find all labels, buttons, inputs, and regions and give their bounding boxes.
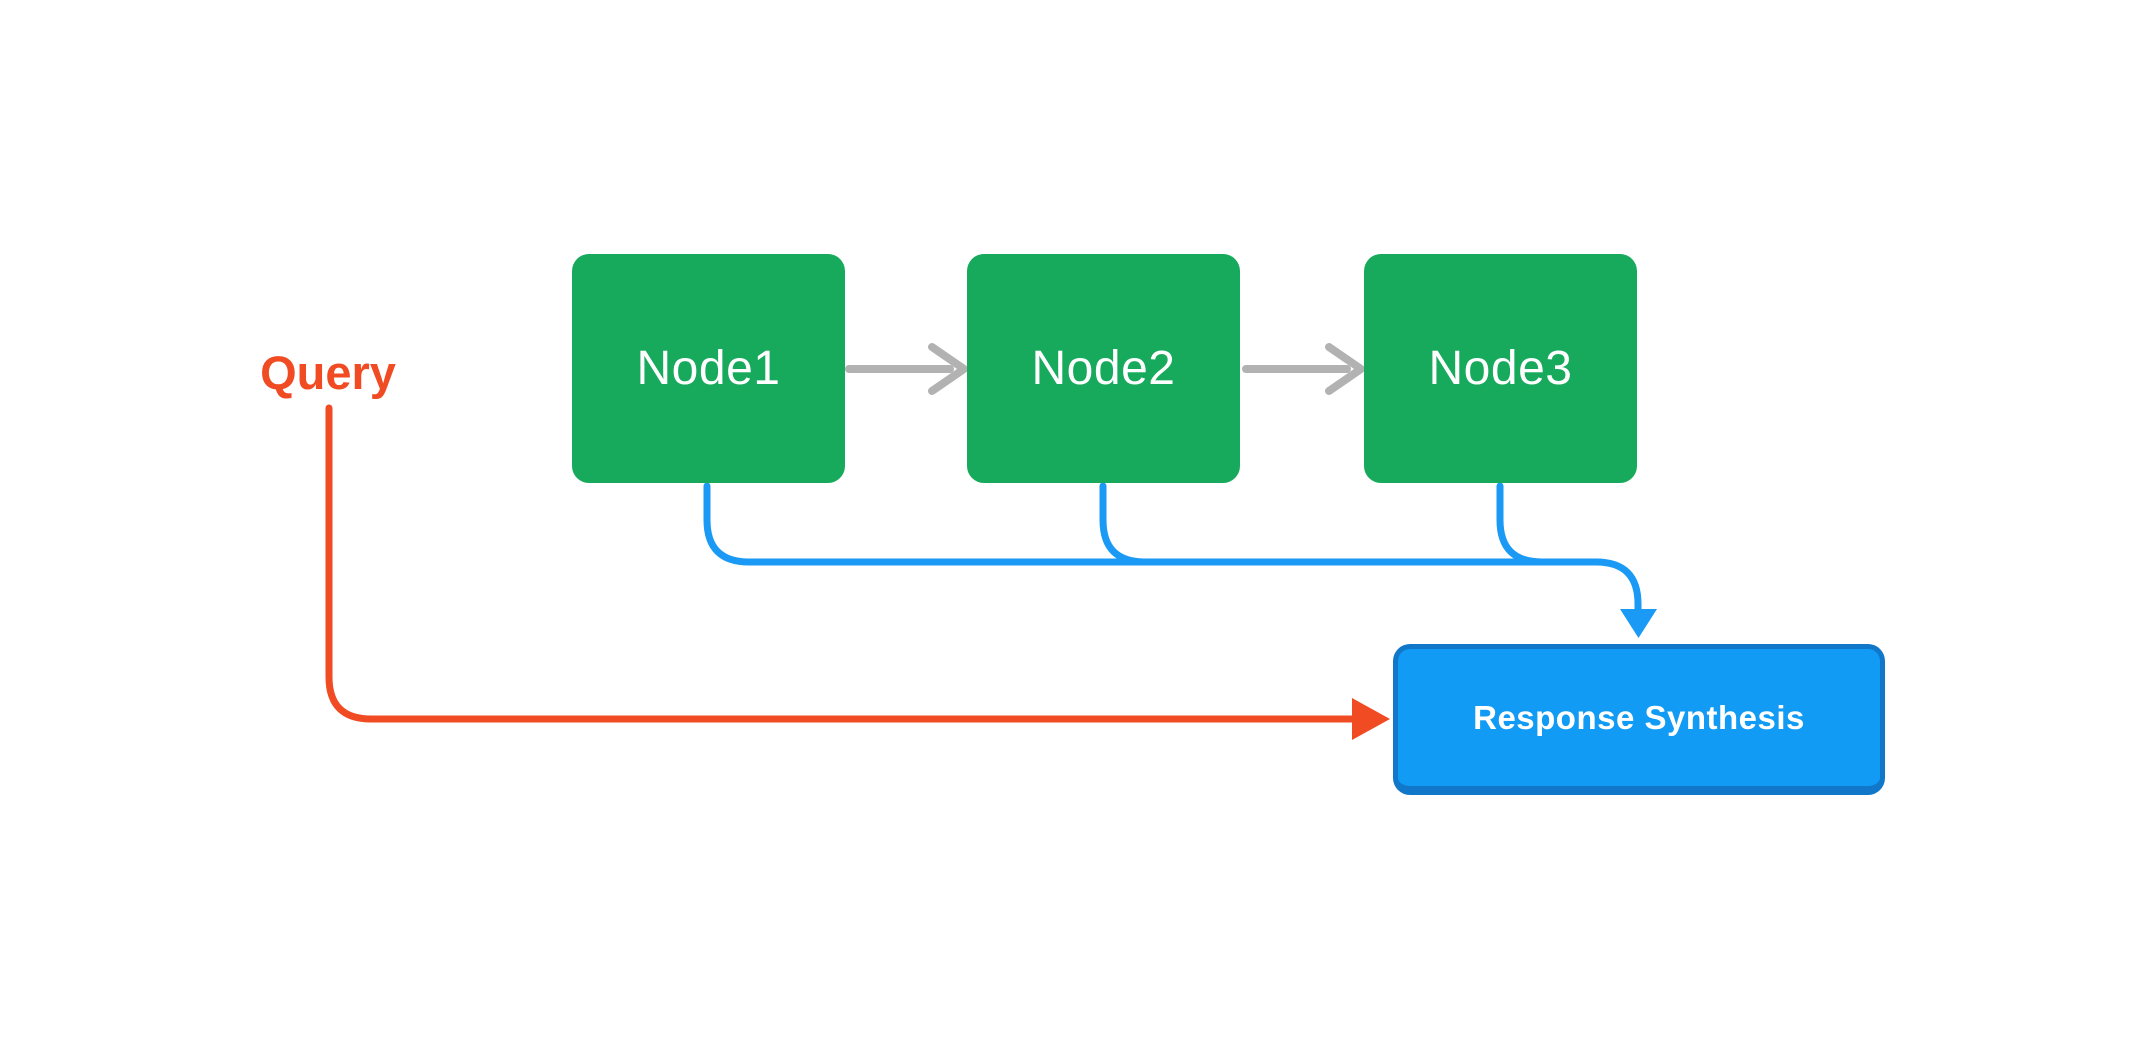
arrow-query-to-response-head-icon: [1352, 698, 1390, 740]
response-synthesis-label: Response Synthesis: [1473, 698, 1805, 736]
arrow-node2-to-response-line: [1099, 482, 1149, 566]
response-synthesis-box: Response Synthesis: [1393, 644, 1885, 795]
node-node3: Node3: [1364, 254, 1637, 483]
node2-label: Node2: [1031, 342, 1176, 395]
arrow-into-response-top-head-icon: [1620, 609, 1657, 638]
node-node2: Node2: [967, 254, 1240, 483]
query-label: Query: [260, 346, 396, 399]
arrow-node3-to-response-line: [1496, 482, 1546, 566]
node-node1: Node1: [572, 254, 845, 483]
arrow-node1-to-node2-head-icon: [928, 343, 968, 395]
node3-label: Node3: [1428, 342, 1573, 395]
arrow-node2-to-node3-head-icon: [1325, 343, 1365, 395]
arrow-node1-to-response-line: [703, 482, 1642, 615]
node1-label: Node1: [636, 342, 781, 395]
